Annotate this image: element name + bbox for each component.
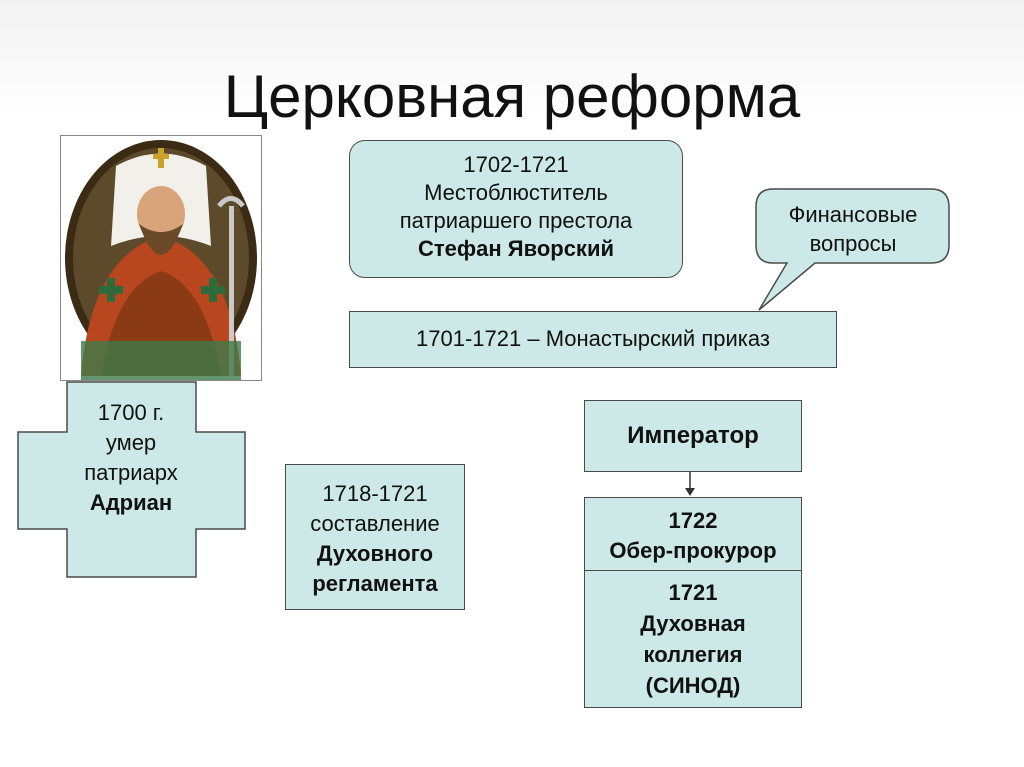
adrian-year: 1700 г.: [97, 400, 165, 425]
synod-line3: коллегия: [643, 642, 743, 667]
stefan-name: Стефан Яворский: [417, 236, 614, 261]
stefan-role-line1: Местоблюститель: [424, 180, 608, 205]
finance-bubble-shape: [755, 188, 950, 311]
adrian-name: Адриан: [89, 490, 173, 515]
reglament-line4: регламента: [312, 571, 438, 596]
icon-portrait: [61, 136, 261, 380]
page-title: Церковная реформа: [223, 63, 801, 130]
stefan-box: 1702-1721 Местоблюститель патриаршего пр…: [349, 140, 683, 278]
adrian-cross-shape: [17, 381, 246, 578]
ober-label: Обер-прокурор: [609, 538, 777, 563]
emperor-box: Император: [584, 400, 802, 472]
prikaz-box: 1701-1721 – Монастырский приказ: [349, 311, 837, 368]
portrait-image: [60, 135, 262, 381]
synod-line2: Духовная: [640, 611, 746, 636]
ober-year: 1722: [668, 508, 718, 533]
synod-box: 1721 Духовная коллегия (СИНОД): [584, 570, 802, 708]
ober-box: 1722 Обер-прокурор: [584, 497, 802, 571]
synod-line4: (СИНОД): [645, 673, 741, 698]
emperor-label: Император: [627, 422, 759, 449]
reglament-line3: Духовного: [316, 541, 434, 566]
finance-line1: Финансовые: [788, 202, 918, 227]
reglament-line2: составление: [310, 511, 440, 536]
reglament-box: 1718-1721 составление Духовного регламен…: [285, 464, 465, 610]
finance-line2: вопросы: [809, 231, 897, 256]
adrian-box: 1700 г. умер патриарх Адриан: [66, 398, 196, 518]
stefan-years: 1702-1721: [463, 152, 569, 177]
adrian-line2: умер: [105, 430, 157, 455]
stefan-role-line2: патриаршего престола: [399, 208, 633, 233]
arrow-down-icon: [685, 472, 695, 496]
synod-year: 1721: [668, 580, 718, 605]
prikaz-text: 1701-1721 – Монастырский приказ: [416, 326, 770, 351]
reglament-years: 1718-1721: [322, 481, 428, 506]
finance-callout: Финансовые вопросы: [757, 200, 949, 258]
adrian-line3: патриарх: [84, 460, 178, 485]
